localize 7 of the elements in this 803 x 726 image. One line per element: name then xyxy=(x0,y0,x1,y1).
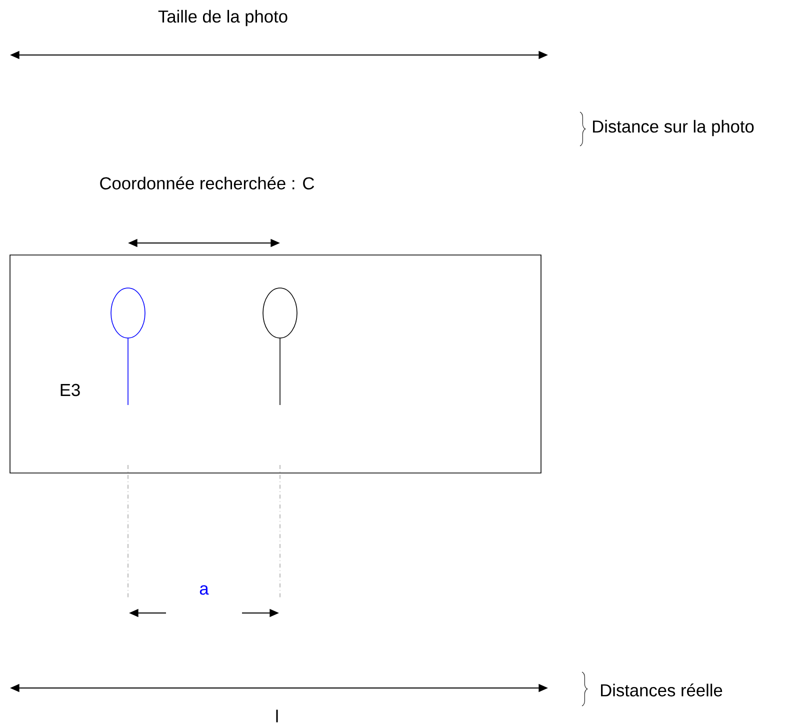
brace-label: Distance sur la photo xyxy=(593,120,754,136)
photo-frame: E3 xyxy=(10,254,542,474)
dimension-label: a xyxy=(200,585,209,595)
brace-label: Distances réelle xyxy=(601,684,722,696)
dimension-label: Taille de la photo xyxy=(158,10,288,26)
dimension-label: Coordonnée recherchée : C xyxy=(100,176,314,190)
dimension-label: l xyxy=(276,710,278,722)
